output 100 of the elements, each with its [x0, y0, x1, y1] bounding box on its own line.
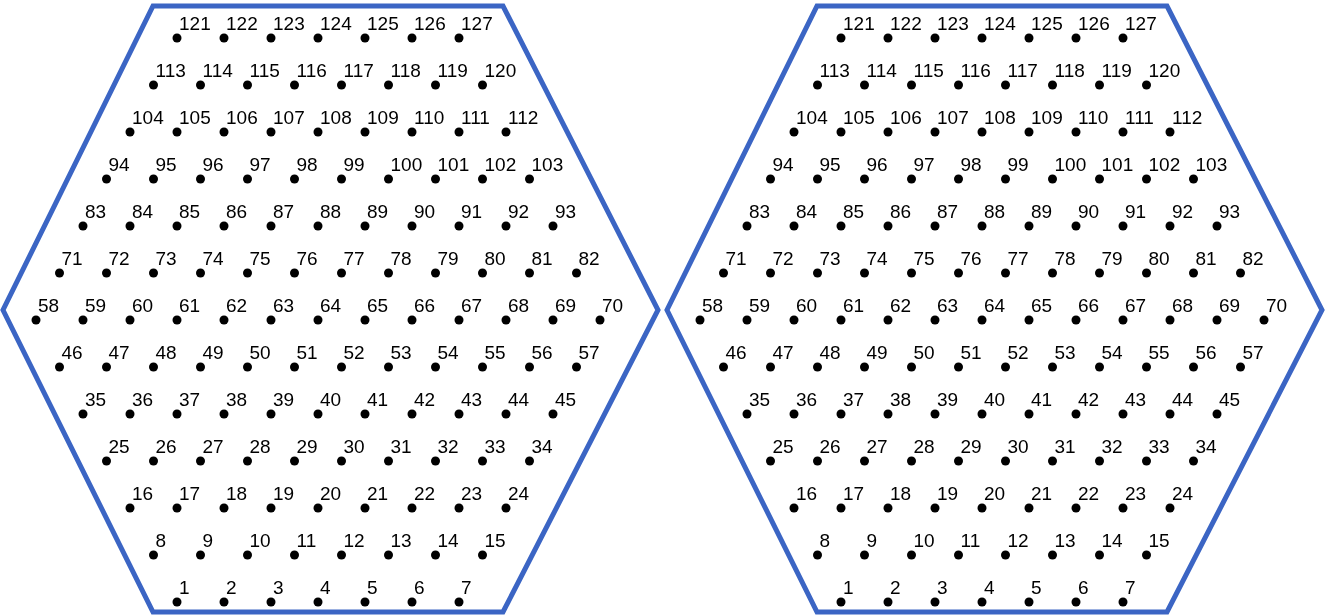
point-number: 109 [1031, 108, 1063, 128]
point-number: 38 [226, 390, 248, 410]
point-number: 92 [1172, 202, 1194, 222]
point-number: 87 [273, 202, 295, 222]
point-number: 79 [437, 249, 459, 269]
point-number: 3 [273, 578, 284, 598]
point-number: 44 [1172, 390, 1194, 410]
point-number: 76 [960, 249, 982, 269]
point-number: 83 [749, 202, 771, 222]
point-number: 74 [202, 249, 224, 269]
point-number: 23 [461, 484, 483, 504]
point-number: 61 [179, 296, 201, 316]
point-number: 97 [913, 155, 935, 175]
point-number: 69 [555, 296, 577, 316]
point-number: 66 [414, 296, 436, 316]
point-number: 116 [296, 61, 327, 81]
point-number: 124 [984, 14, 1016, 34]
point-number: 15 [484, 531, 506, 551]
point-number: 36 [796, 390, 818, 410]
point-number: 48 [819, 343, 841, 363]
point-number: 42 [414, 390, 436, 410]
point-number: 118 [1054, 61, 1085, 81]
point-number: 8 [155, 531, 167, 551]
point-number: 7 [1125, 578, 1136, 598]
point-number: 22 [414, 484, 436, 504]
point-number: 76 [296, 249, 318, 269]
point-number: 23 [1125, 484, 1147, 504]
point-number: 24 [508, 484, 530, 504]
point-number: 109 [367, 108, 399, 128]
point-number: 90 [1078, 202, 1100, 222]
point-number: 96 [866, 155, 888, 175]
point-number: 39 [937, 390, 959, 410]
point-number: 53 [1054, 343, 1076, 363]
point-number: 50 [913, 343, 935, 363]
point-number: 42 [1078, 390, 1100, 410]
point-number: 34 [531, 437, 553, 457]
point-number: 2 [226, 578, 237, 598]
point-number: 92 [508, 202, 530, 222]
point-number: 124 [320, 14, 352, 34]
point-number: 112 [1172, 108, 1203, 128]
point-number: 80 [484, 249, 506, 269]
point-number: 104 [796, 108, 828, 128]
point-number: 58 [38, 296, 60, 316]
point-number: 9 [866, 531, 878, 551]
point-number: 101 [437, 155, 470, 175]
point-number: 102 [484, 155, 517, 175]
point-number: 47 [108, 343, 130, 363]
point-number: 103 [1195, 155, 1228, 175]
point-number: 17 [843, 484, 865, 504]
point-number: 33 [484, 437, 506, 457]
point-number: 31 [1054, 437, 1076, 457]
point-number: 25 [108, 437, 130, 457]
point-number: 83 [85, 202, 107, 222]
point-number: 52 [1007, 343, 1029, 363]
point-number: 117 [343, 61, 374, 81]
point-number: 119 [437, 61, 468, 81]
point-number: 55 [484, 343, 506, 363]
point-number: 49 [202, 343, 224, 363]
point-number: 105 [843, 108, 875, 128]
point-number: 50 [249, 343, 271, 363]
point-number: 67 [461, 296, 483, 316]
point-number: 5 [367, 578, 378, 598]
point-number: 27 [202, 437, 224, 457]
point-number: 86 [226, 202, 248, 222]
point-number: 99 [343, 155, 365, 175]
point-number: 111 [1125, 108, 1154, 128]
point-number: 58 [702, 296, 724, 316]
point-number: 77 [1007, 249, 1029, 269]
point-number: 72 [108, 249, 130, 269]
point-number: 126 [1078, 14, 1110, 34]
point-number: 62 [226, 296, 248, 316]
point-number: 103 [531, 155, 564, 175]
point-number: 91 [1125, 202, 1147, 222]
point-number: 35 [749, 390, 771, 410]
point-number: 10 [913, 531, 935, 551]
point-number: 68 [1172, 296, 1194, 316]
point-number: 38 [890, 390, 912, 410]
point-number: 52 [343, 343, 365, 363]
point-number: 97 [249, 155, 271, 175]
point-number: 85 [179, 202, 201, 222]
point-number: 121 [179, 14, 211, 34]
point-number: 60 [796, 296, 818, 316]
point-number: 94 [772, 155, 794, 175]
point-number: 59 [749, 296, 771, 316]
point-number: 45 [1219, 390, 1241, 410]
point-number: 113 [819, 61, 850, 81]
point-number: 125 [1031, 14, 1063, 34]
point-number: 102 [1148, 155, 1181, 175]
point-number: 77 [343, 249, 365, 269]
point-number: 60 [132, 296, 154, 316]
point-number: 100 [1054, 155, 1087, 175]
point-number: 90 [414, 202, 436, 222]
point-number: 114 [866, 61, 897, 81]
point-number: 126 [414, 14, 446, 34]
point-number: 72 [772, 249, 794, 269]
point-number: 65 [1031, 296, 1053, 316]
point-number: 4 [320, 578, 331, 598]
point-number: 71 [61, 249, 83, 269]
point-number: 11 [960, 531, 981, 551]
point-number: 78 [1054, 249, 1076, 269]
